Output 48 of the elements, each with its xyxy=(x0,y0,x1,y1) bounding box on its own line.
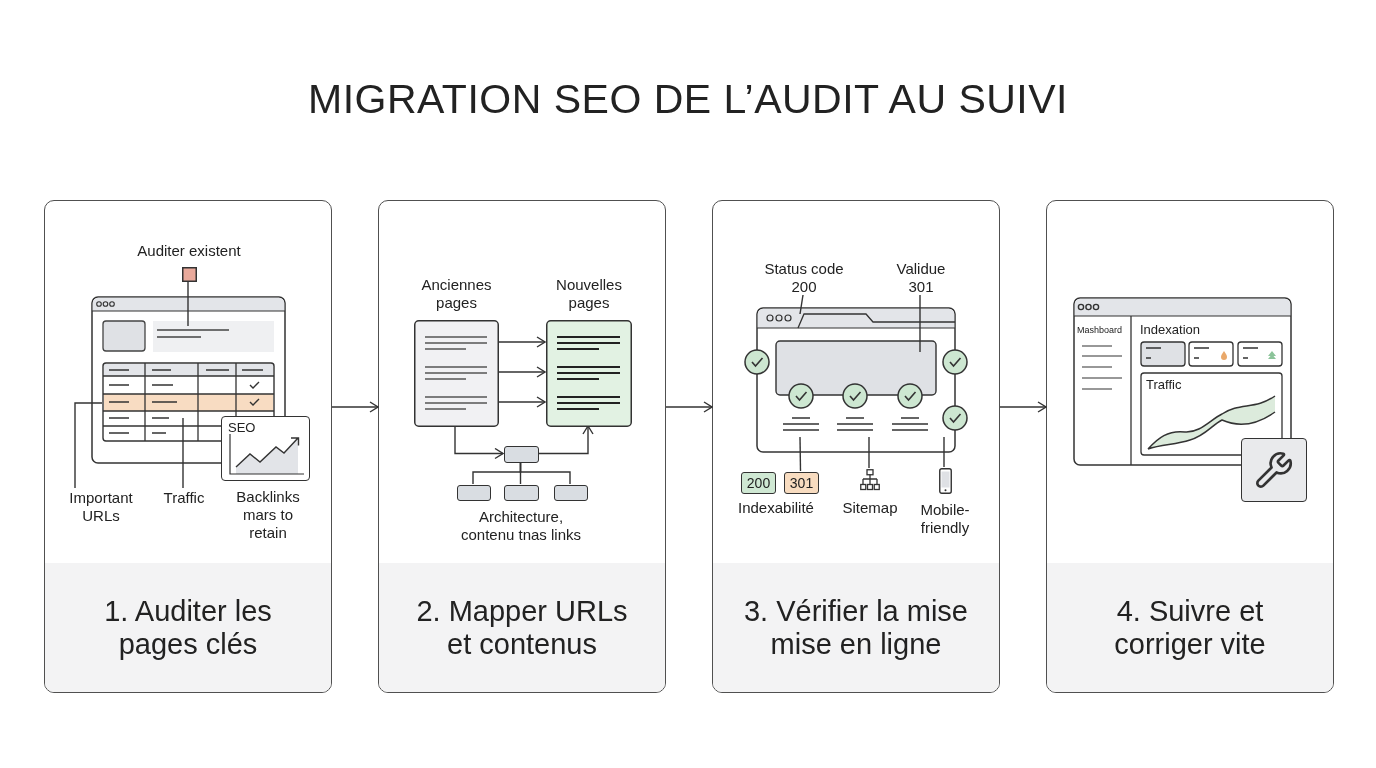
leader-line xyxy=(919,294,921,353)
arrow xyxy=(999,401,1047,413)
sitemap-block xyxy=(504,446,539,463)
arrow xyxy=(497,336,546,348)
leader-line xyxy=(799,294,804,315)
step-card xyxy=(44,200,332,693)
leader-line xyxy=(868,436,870,469)
section-title: Indexation xyxy=(1140,322,1200,338)
column-heading: Anciennes pages xyxy=(420,276,493,312)
leader-line xyxy=(187,281,189,327)
annotation-label: Backlinks mars to retain xyxy=(235,488,301,542)
sitemap-block xyxy=(554,485,588,501)
annotation-label: Auditer existent xyxy=(137,242,241,260)
leader-line xyxy=(74,402,103,489)
browser-window xyxy=(91,296,287,465)
step-card xyxy=(378,200,666,693)
arrow xyxy=(454,425,504,460)
step-caption: 4. Suivre et corriger vite xyxy=(1113,594,1267,661)
annotation-label: Sitemap xyxy=(842,499,898,517)
annotation-label: Validue 301 xyxy=(894,260,948,296)
annotation-label: Indexabilité xyxy=(738,499,814,517)
connector-line xyxy=(519,461,571,485)
annotation-label: Traffic xyxy=(162,489,206,507)
chart-title: SEO xyxy=(228,420,256,436)
column-heading: Nouvelles pages xyxy=(555,276,623,312)
step-caption: 2. Mapper URLs et contenus xyxy=(415,594,629,661)
leader-line xyxy=(799,436,802,472)
sitemap-block xyxy=(457,485,491,501)
arrow xyxy=(497,366,546,378)
status-code: 301 xyxy=(784,472,819,494)
sidebar-title: Mashboard xyxy=(1077,324,1123,336)
arrow xyxy=(665,401,713,413)
chart-card xyxy=(221,416,310,481)
leader-line xyxy=(182,417,184,489)
arrow xyxy=(331,401,379,413)
status-code: 200 xyxy=(741,472,776,494)
arrow xyxy=(497,396,546,408)
annotation-label: Mobile-friendly xyxy=(919,501,971,537)
diagram-title: MIGRATION SEO DE L’AUDIT AU SUIVI xyxy=(308,76,1068,122)
step-caption: 1. Auditer les pages clés xyxy=(103,594,273,661)
step-caption: 3. Vérifier la mise mise en ligne xyxy=(743,594,969,661)
annotation-label: Status code 200 xyxy=(763,260,845,296)
arrow xyxy=(537,425,594,455)
annotation-label: Important URLs xyxy=(66,489,136,525)
annotation-label: Architecture, contenu tnas links xyxy=(459,508,583,544)
leader-line xyxy=(943,436,945,468)
sitemap-block xyxy=(504,485,539,501)
chart-title: Traffic xyxy=(1146,377,1182,393)
